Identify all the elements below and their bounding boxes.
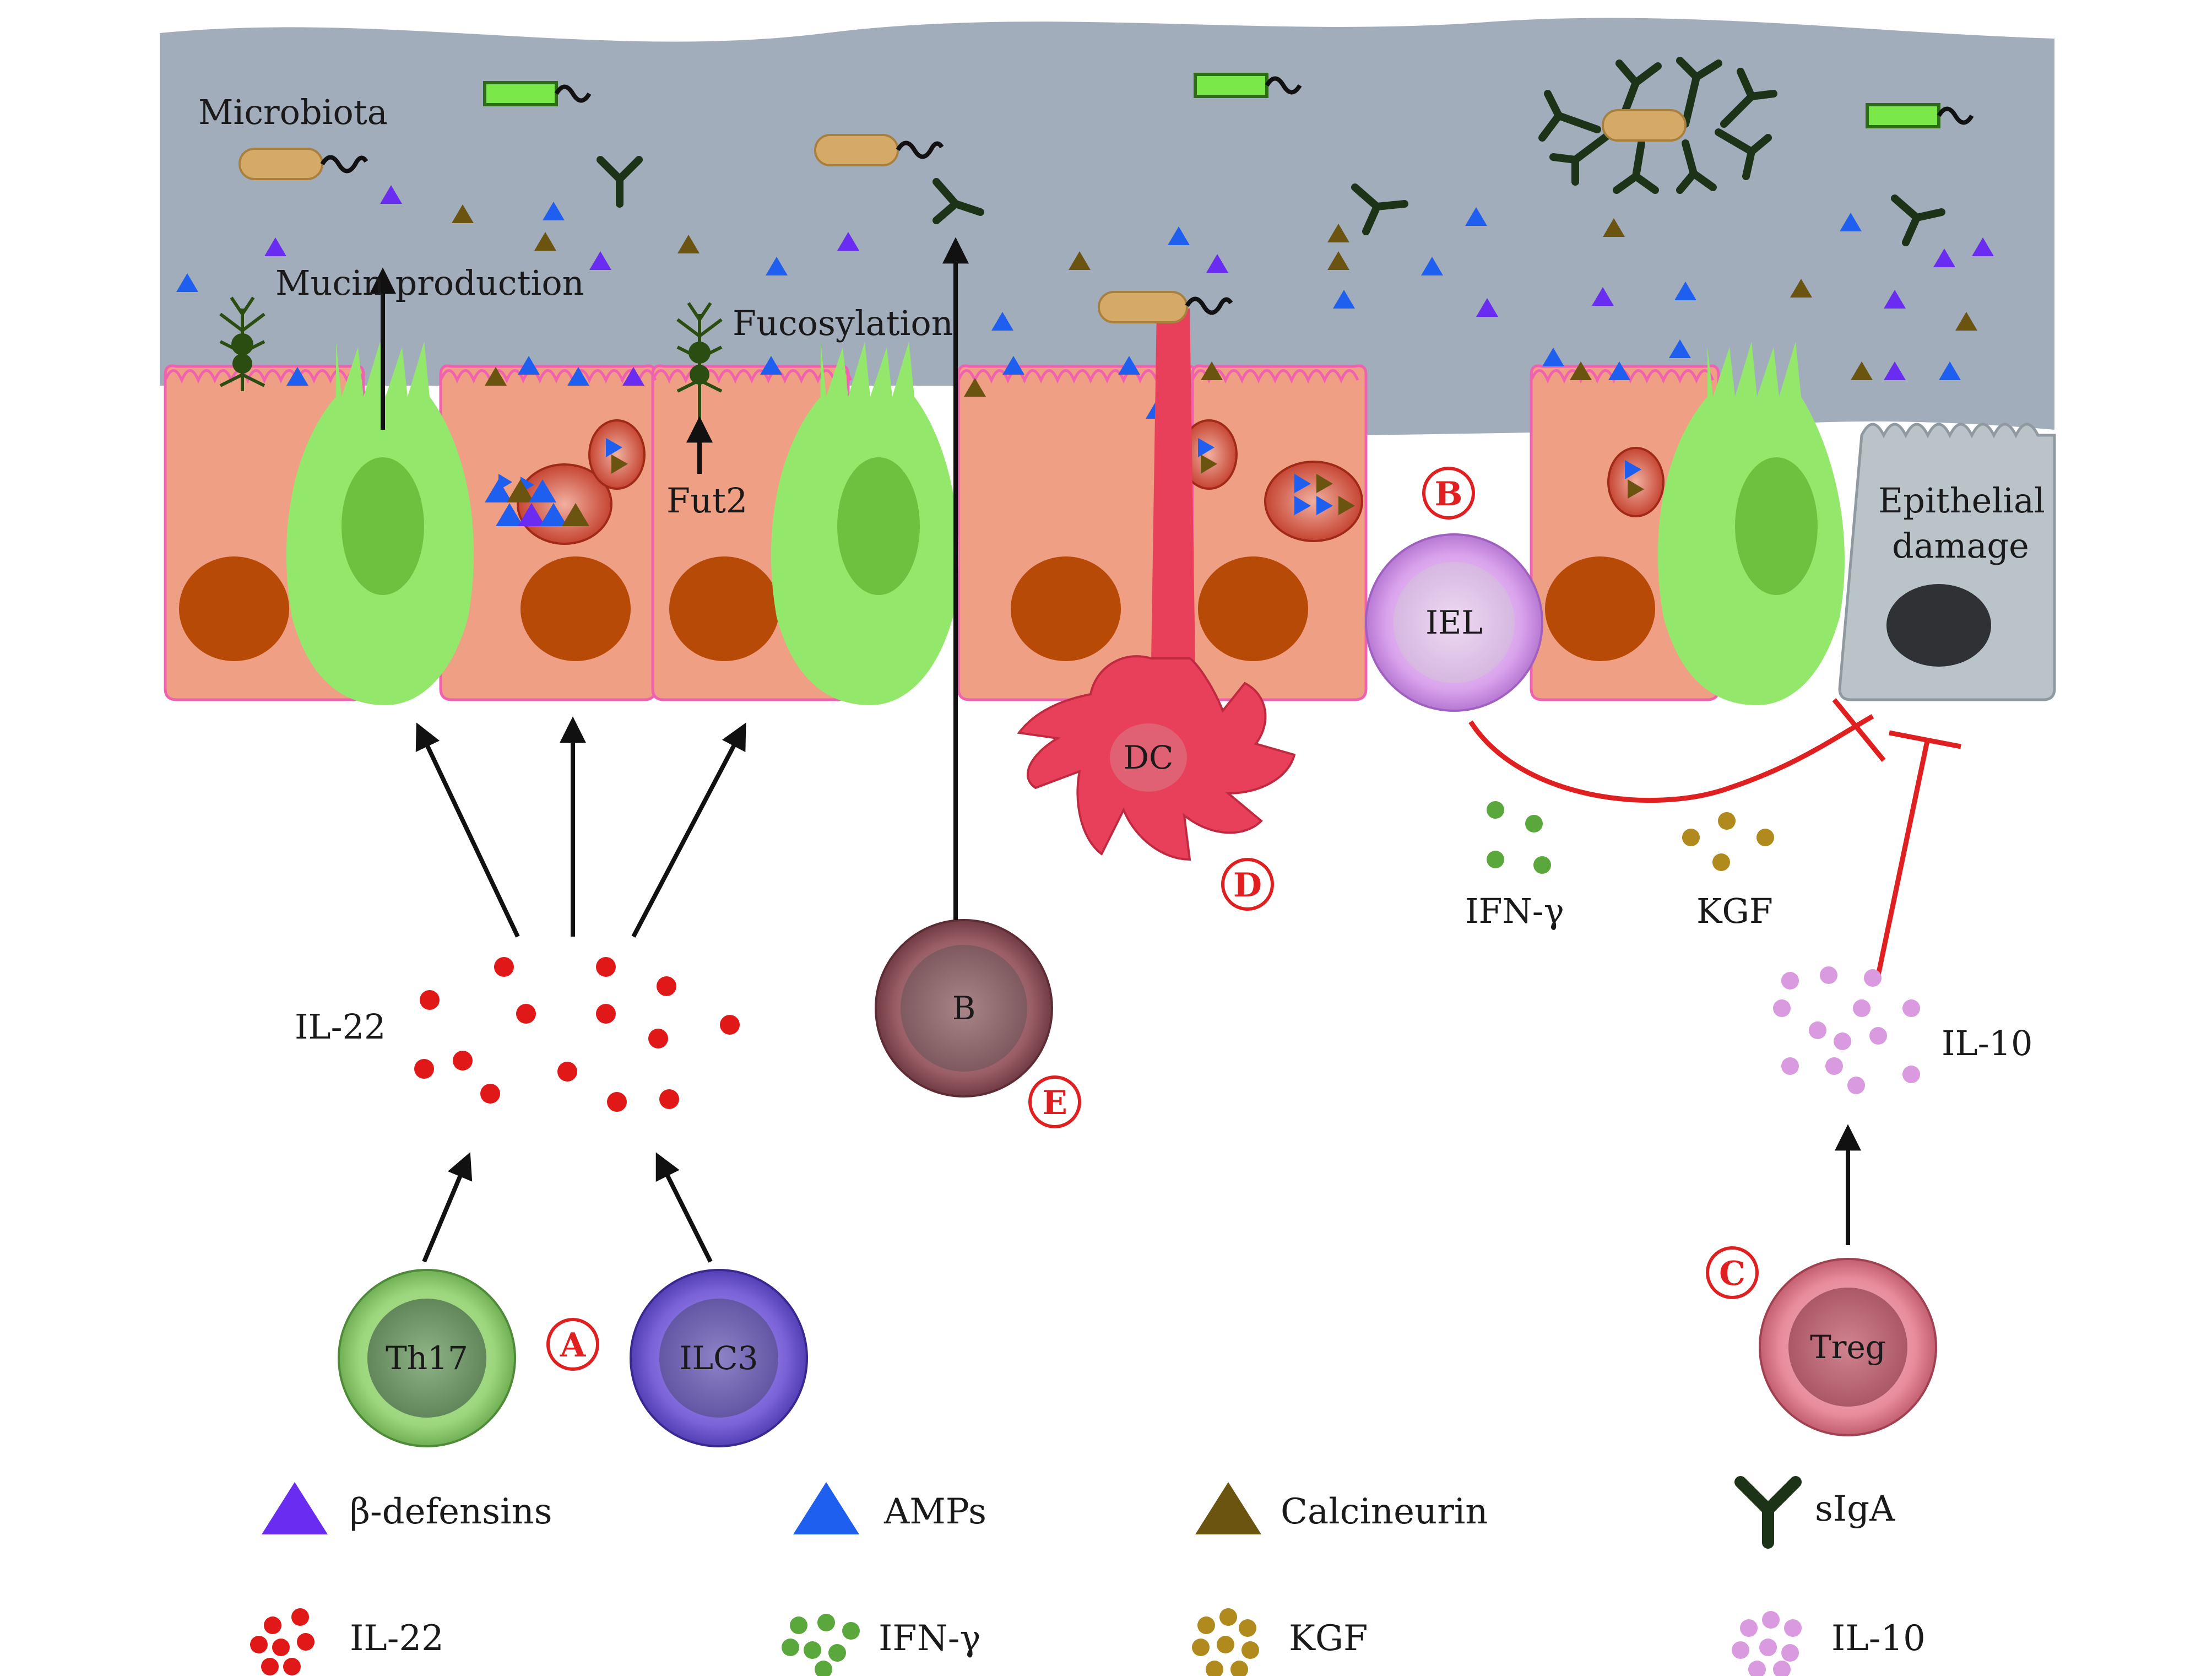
legend-beta-defensins: β-defensins [262,1482,552,1534]
granule [1607,447,1665,517]
svg-text:IL-22: IL-22 [350,1618,444,1659]
ilc3-cell[interactable] [630,1269,808,1447]
svg-text:Calcineurin: Calcineurin [1281,1491,1488,1532]
marker-a: A [546,1318,599,1371]
il22-cytokines [414,957,740,1112]
goblet-nucleus [837,457,920,595]
fut2-label: Fut2 [666,480,747,521]
ifn-gamma-cytokines [1487,801,1551,874]
granule-contents [485,438,1644,526]
bacteria [238,73,1974,180]
iel-cell[interactable] [1365,533,1543,712]
legend-il10: IL-10 [1732,1611,1926,1676]
legend-kgf: KGF [1192,1608,1368,1676]
goblet-nucleus [341,457,424,595]
treg-label: Treg [1810,1328,1886,1366]
dots-green-icon [782,1614,860,1676]
epithelial-damage-label-2: damage [1892,526,2029,566]
marker-d: D [1221,858,1274,911]
fucosylation-label: Fucosylation [733,303,953,343]
triangle-purple-icon [262,1482,328,1534]
b-cell[interactable] [875,919,1053,1097]
dots-pink-icon [1732,1611,1802,1676]
damaged-nucleus [1886,584,1991,667]
legend: β-defensins AMPs Calcineurin sIgA IL-22 [250,1476,1926,1676]
bacterium-green [1194,73,1302,98]
svg-text:A: A [560,1326,587,1365]
enterocyte-nuclei [179,556,1655,661]
goblet-cells [286,342,1845,705]
th17-label: Th17 [386,1339,468,1377]
iel-label: IEL [1425,604,1483,641]
goblet-nucleus [1735,457,1818,595]
il10-label: IL-10 [1942,1023,2033,1063]
svg-text:B: B [1435,475,1463,513]
siga-antibodies [597,156,1945,246]
mucin-production-label: Mucin production [275,263,584,303]
legend-ifn-gamma: IFN-γ [782,1614,981,1676]
inhibition-lines [1468,698,1961,976]
il22-label: IL-22 [295,1007,386,1047]
kgf-cytokines [1682,812,1774,871]
dots-red-icon [250,1608,315,1675]
legend-siga: sIgA [1734,1476,1895,1549]
bacterium-green [1866,103,1974,128]
treg-cell[interactable] [1759,1258,1937,1436]
triangle-brown-icon [1195,1482,1261,1534]
marker-c: C [1706,1246,1759,1299]
bacterium-tan [238,148,368,180]
granule [588,419,646,490]
bacterium-tan [814,134,944,166]
dots-gold-icon [1192,1608,1259,1676]
microbiota-label: Microbiota [198,92,388,132]
dc-label: DC [1124,739,1174,776]
ilc3-label: ILC3 [680,1339,758,1377]
svg-text:C: C [1719,1255,1745,1293]
svg-text:β-defensins: β-defensins [350,1491,552,1532]
ifn-gamma-label: IFN-γ [1465,891,1564,931]
svg-text:IFN-γ: IFN-γ [879,1618,981,1659]
svg-text:KGF: KGF [1289,1618,1368,1659]
il10-cytokines [1773,966,1920,1094]
siga-coated-bacterium [1538,57,1777,194]
svg-text:IL-10: IL-10 [1831,1618,1926,1659]
antibody-y-icon [1734,1476,1802,1549]
dendritic-cell [1017,291,1296,861]
kgf-label: KGF [1696,891,1773,931]
svg-text:D: D [1233,866,1262,905]
granule [1264,461,1363,542]
b-cell-label: B [952,990,976,1027]
bacterium-green [483,81,592,106]
damaged-epithelial-cell [1838,423,2056,701]
svg-text:E: E [1042,1084,1067,1122]
marker-b: B [1422,467,1475,520]
legend-amps: AMPs [793,1482,986,1534]
svg-text:AMPs: AMPs [883,1491,986,1532]
il22-arrows [415,237,1861,1263]
legend-il22: IL-22 [250,1608,444,1675]
epithelial-damage-label-1: Epithelial [1878,480,2045,521]
legend-calcineurin: Calcineurin [1195,1482,1488,1534]
th17-cell[interactable] [338,1269,516,1447]
lumen-molecules [176,185,1994,419]
marker-e: E [1028,1075,1081,1128]
fucose-glycan-dots [231,333,711,385]
triangle-blue-icon [793,1482,859,1534]
svg-text:sIgA: sIgA [1815,1489,1895,1529]
